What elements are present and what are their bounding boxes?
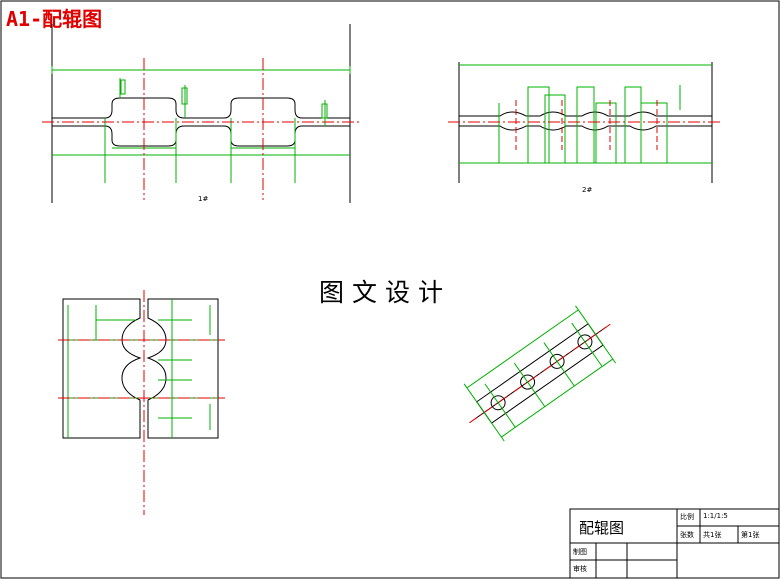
- title-block-sheets-total: 共1张: [703, 531, 722, 539]
- view-2-label: 2#: [582, 186, 592, 194]
- title-block-reviewed-by-label: 审核: [573, 565, 587, 573]
- roll-view-2: [448, 62, 722, 183]
- roll-view-3: [58, 290, 225, 515]
- title-block-scale-label: 比例: [680, 513, 694, 521]
- title-block-drawing-name: 配辊图: [579, 519, 625, 537]
- title-block-sheet-no: 第1张: [741, 531, 760, 539]
- center-caption: 图文设计: [319, 278, 452, 307]
- roll-view-4: [463, 305, 617, 442]
- title-block-scale-value: 1:1/1:5: [703, 512, 728, 520]
- title-block: [569, 508, 780, 579]
- roll-view-1: [42, 24, 362, 203]
- sheet-title: A1-配辊图: [6, 7, 103, 31]
- view-1-label: 1#: [198, 195, 208, 203]
- title-block-drawn-by-label: 制图: [573, 548, 587, 556]
- title-block-sheets-label: 张数: [680, 531, 694, 539]
